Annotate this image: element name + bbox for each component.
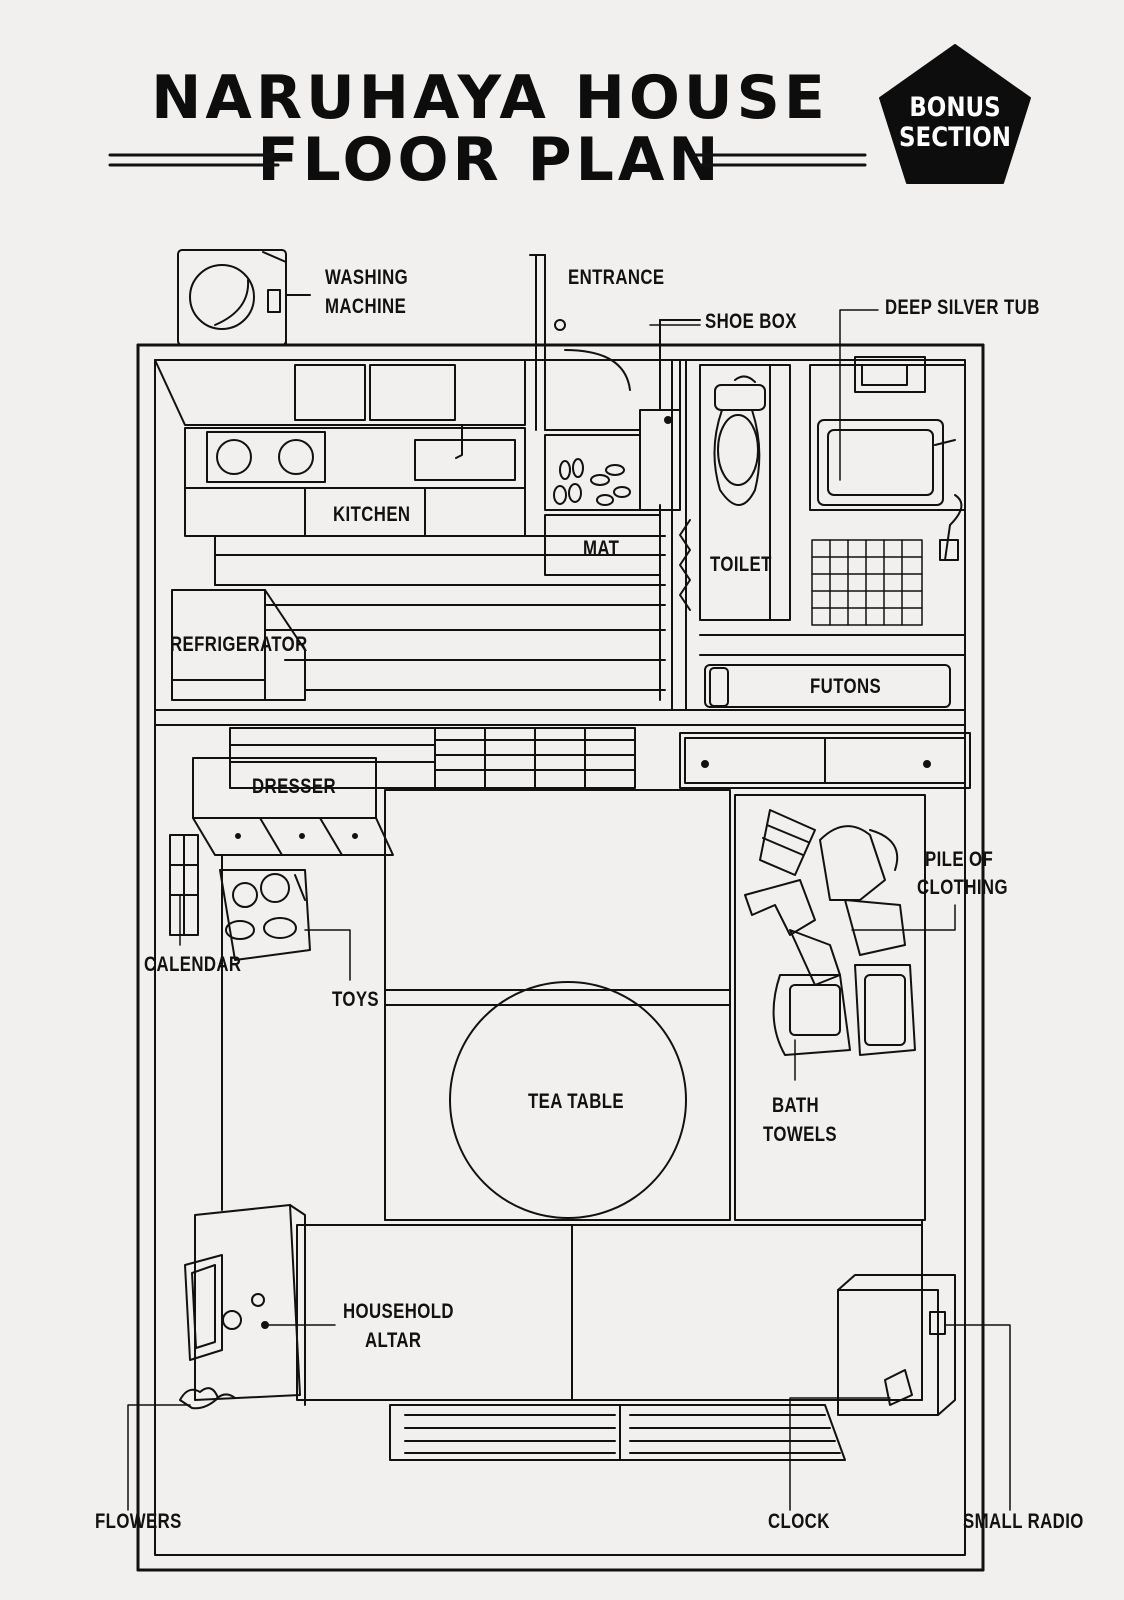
label-small-radio: SMALL RADIO (963, 1510, 1084, 1533)
mat-drawing (545, 515, 660, 575)
label-tea-table: TEA TABLE (528, 1090, 624, 1113)
room-divider-walls (155, 360, 965, 725)
shoe-area-drawing (545, 435, 640, 510)
label-clock: CLOCK (768, 1510, 830, 1533)
label-washing-machine-2: MACHINE (325, 295, 407, 318)
label-shoe-box: SHOE BOX (705, 310, 797, 333)
label-bath-towels-2: TOWELS (763, 1123, 837, 1146)
label-calendar: CALENDAR (144, 953, 242, 976)
outer-walls (138, 345, 983, 1570)
bonus-badge-shape (880, 45, 1030, 183)
toilet-drawing (680, 365, 790, 620)
badge-line-2: SECTION (899, 122, 1011, 153)
dresser-drawing (193, 758, 393, 855)
label-refrigerator: REFRIGERATOR (170, 633, 308, 656)
washing-machine-drawing (178, 250, 310, 345)
label-deep-silver-tub: DEEP SILVER TUB (885, 296, 1040, 319)
bath-tile-floor (812, 540, 922, 625)
label-pile-of-clothing-1: PILE OF (925, 848, 994, 871)
bath-drawing (810, 357, 965, 560)
tea-table-drawing (450, 982, 686, 1218)
label-dresser: DRESSER (252, 775, 337, 798)
veranda-grilles (390, 1405, 845, 1460)
label-pile-of-clothing-2: CLOTHING (917, 876, 1008, 899)
label-toys: TOYS (332, 988, 380, 1011)
refrigerator-drawing (172, 590, 305, 700)
label-toilet: TOILET (710, 553, 772, 576)
title-line-2: FLOOR PLAN (257, 125, 723, 195)
label-household-altar-1: HOUSEHOLD (343, 1300, 454, 1323)
shoe-box-drawing (640, 320, 700, 510)
title-rules (110, 155, 865, 165)
futons-drawing (700, 635, 965, 707)
label-futons: FUTONS (810, 675, 882, 698)
pile-of-clothing-drawing (745, 810, 915, 1055)
tatami-mats (222, 790, 925, 1400)
title-line-1: NARUHAYA HOUSE (151, 63, 829, 133)
label-kitchen: KITCHEN (333, 503, 411, 526)
label-household-altar-2: ALTAR (365, 1329, 422, 1352)
toys-drawing (220, 870, 310, 960)
leader-lines (128, 310, 1010, 1510)
radio-cabinet-drawing (838, 1275, 955, 1415)
badge-line-1: BONUS (909, 92, 1001, 123)
label-mat: MAT (583, 537, 620, 560)
label-bath-towels-1: BATH (772, 1094, 820, 1117)
entrance-door-drawing (530, 255, 640, 430)
label-flowers: FLOWERS (95, 1510, 182, 1533)
kitchen-counter-drawing (155, 360, 525, 536)
label-entrance: ENTRANCE (568, 266, 665, 289)
kitchen-floor-steps (215, 505, 665, 700)
sliding-doors-drawing (230, 728, 970, 788)
household-altar-drawing (180, 1205, 305, 1408)
calendar-drawing (170, 835, 198, 935)
label-washing-machine-1: WASHING (325, 266, 409, 289)
